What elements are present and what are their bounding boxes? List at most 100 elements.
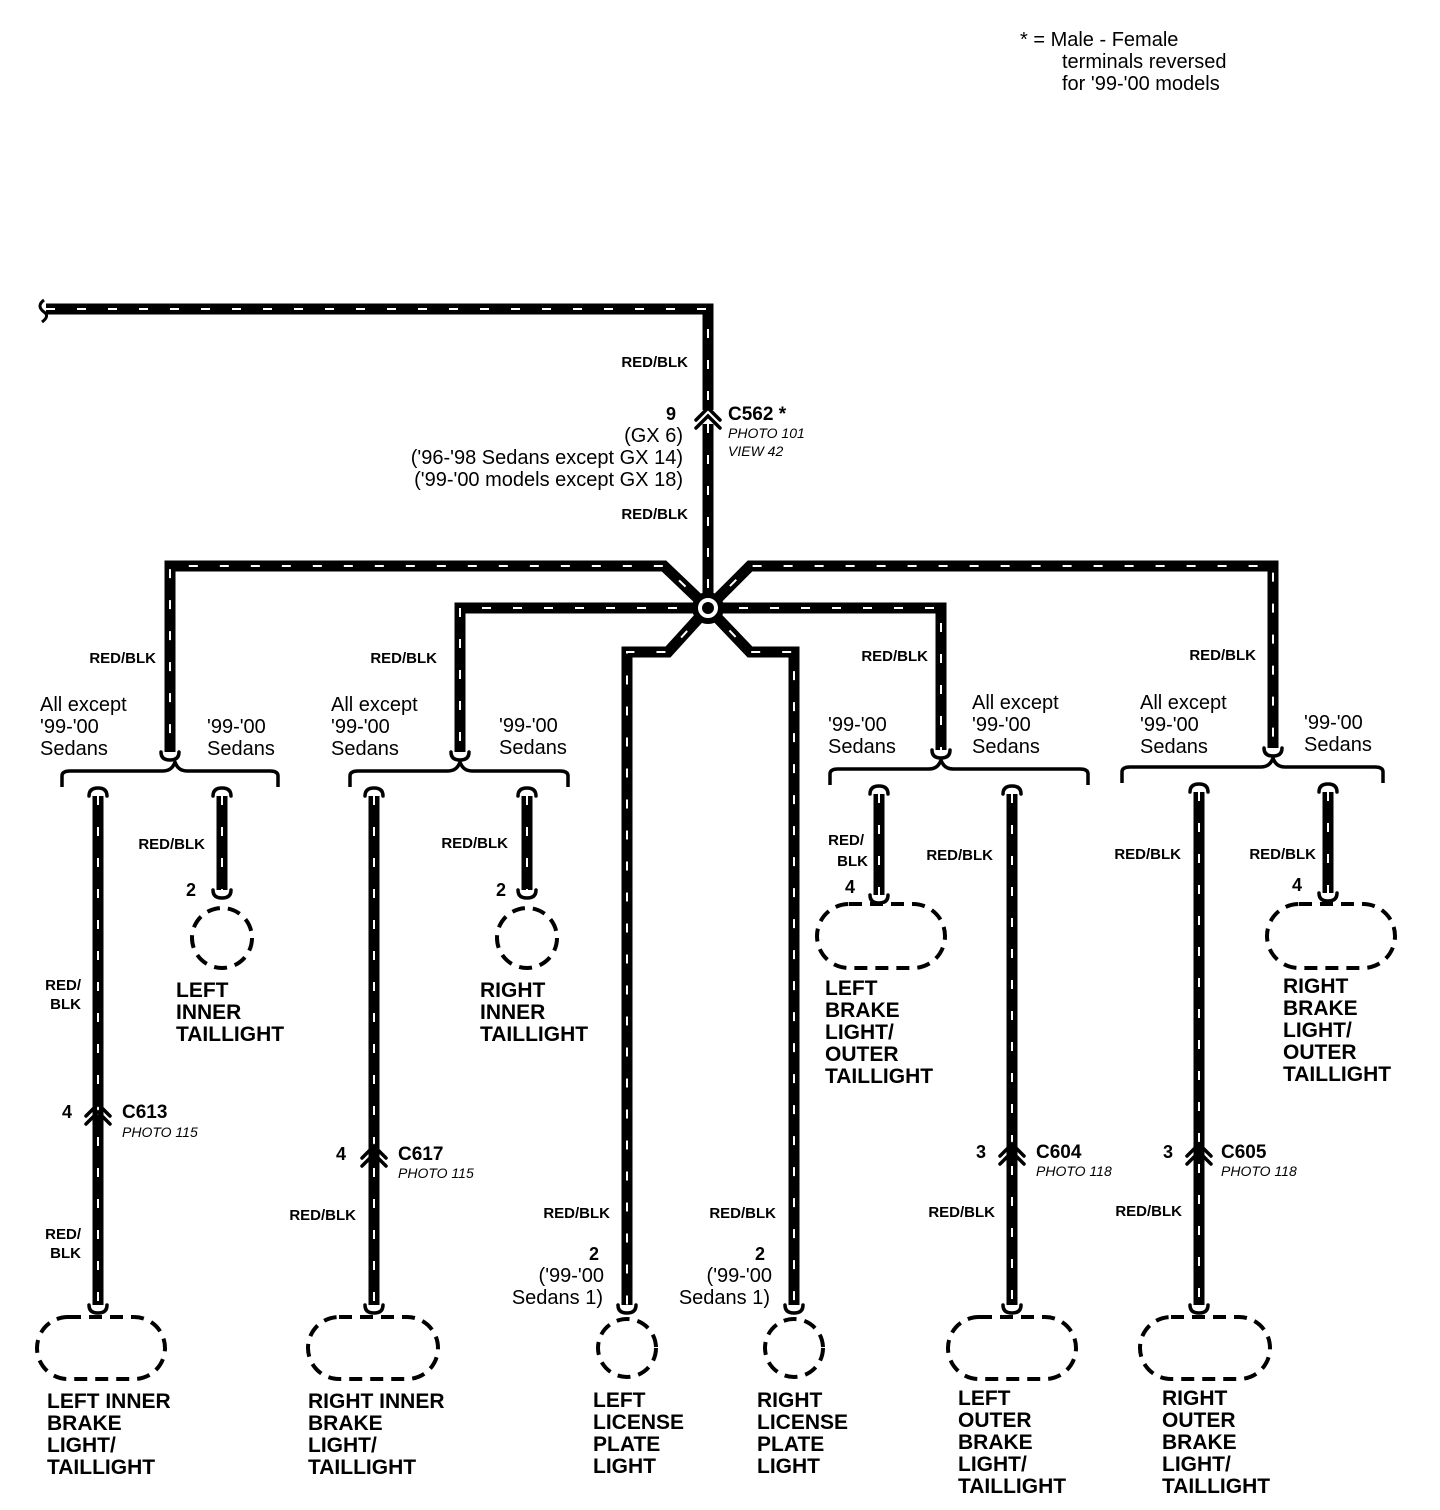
label-right-inner-brake-l3: LIGHT/ xyxy=(308,1434,377,1457)
lamp-left-outer-brake xyxy=(946,1315,1078,1381)
wire-label-right-outer-lower: RED/BLK xyxy=(1115,1203,1182,1220)
label-right-outer-brake: RIGHT OUTER BRAKE LIGHT/ TAILLIGHT xyxy=(1162,1387,1270,1498)
hook-right-inner-brake-top xyxy=(363,786,385,798)
connector-c562: 9 C562 * PHOTO 101 VIEW 42 (GX 6) ('96-'… xyxy=(411,404,805,491)
wire-label-branch-2: RED/BLK xyxy=(370,650,437,667)
label-right-inner-taillight-l3: TAILLIGHT xyxy=(480,1023,588,1046)
label-left-license-l1: LEFT xyxy=(593,1389,646,1412)
hook-left-brake-outer-top xyxy=(868,784,890,796)
wire-label-right-brake-outer: RED/BLK xyxy=(1249,846,1316,863)
hook-right-outer-brake-top xyxy=(1188,782,1210,794)
pin-left-inner-taillight: 2 xyxy=(186,880,196,900)
c617-label: C617 xyxy=(398,1144,443,1165)
label-left-inner-taillight-l2: INNER xyxy=(176,1001,241,1024)
pin-left-license: 2 xyxy=(589,1244,599,1264)
label-left-brake-outer-l4: OUTER xyxy=(825,1043,899,1066)
hook-right-inner-taillight-top xyxy=(516,786,538,798)
legend-note-line-1: * = Male - Female xyxy=(1020,29,1178,51)
lamp-right-inner-brake xyxy=(306,1315,440,1381)
variant-bracket-4: All except '99-'00 Sedans '99-'00 Sedans xyxy=(1120,692,1385,783)
label-left-inner-brake-l4: TAILLIGHT xyxy=(47,1456,155,1479)
label-left-inner-brake-l1: LEFT INNER xyxy=(47,1390,171,1413)
c613-pin: 4 xyxy=(62,1102,72,1122)
wire-label-main-upper: RED/BLK xyxy=(621,354,688,371)
wire-right-license-stripe xyxy=(707,607,795,1305)
hook-right-license-bottom xyxy=(783,1303,805,1315)
lamp-left-brake-outer xyxy=(815,902,947,970)
label-left-license-l2: LICENSE xyxy=(593,1411,684,1434)
hook-left-outer-brake-top xyxy=(1001,784,1023,796)
label-right-inner-brake: RIGHT INNER BRAKE LIGHT/ TAILLIGHT xyxy=(308,1390,445,1479)
c604-pin: 3 xyxy=(976,1142,986,1162)
label-left-inner-brake: LEFT INNER BRAKE LIGHT/ TAILLIGHT xyxy=(47,1390,171,1479)
c562-terminal-lower xyxy=(694,413,722,430)
label-right-inner-brake-l1: RIGHT INNER xyxy=(308,1390,445,1413)
label-left-inner-taillight-l3: TAILLIGHT xyxy=(176,1023,284,1046)
wire-branch-right-mid xyxy=(708,602,947,750)
hook-left-inner-taillight-bottom xyxy=(211,888,233,900)
hook-left-outer-brake-bottom xyxy=(1001,1303,1023,1315)
legend-note: * = Male - Female terminals reversed for… xyxy=(1020,29,1227,95)
splice-center xyxy=(702,602,714,614)
variant-all-except-3-a: All except xyxy=(972,692,1059,714)
wire-label-right-license: RED/BLK xyxy=(709,1205,776,1222)
c562-alt-gx: (GX 6) xyxy=(624,425,683,447)
variant-bracket-3: '99-'00 Sedans All except '99-'00 Sedans xyxy=(828,692,1090,785)
c562-pin: 9 xyxy=(666,404,676,424)
pin-right-license-note-2: Sedans 1) xyxy=(679,1287,770,1309)
label-left-brake-outer-l1: LEFT xyxy=(825,977,878,1000)
hook-right-inner-taillight-bottom xyxy=(516,888,538,900)
hook-branch-4 xyxy=(1262,746,1284,758)
label-right-inner-taillight-l1: RIGHT xyxy=(480,979,546,1002)
wire-label-left-inner-brake-upper-1: RED/ xyxy=(45,977,82,994)
label-right-brake-outer-l2: BRAKE xyxy=(1283,997,1358,1020)
label-left-outer-brake-l3: BRAKE xyxy=(958,1431,1033,1454)
label-left-inner-taillight-l1: LEFT xyxy=(176,979,229,1002)
c605-pin: 3 xyxy=(1163,1142,1173,1162)
label-left-brake-outer: LEFT BRAKE LIGHT/ OUTER TAILLIGHT xyxy=(825,977,933,1088)
lamp-right-outer-brake xyxy=(1138,1315,1272,1381)
wire-right-license xyxy=(704,604,800,1305)
pin-right-license: 2 xyxy=(755,1244,765,1264)
label-left-outer-brake-l2: OUTER xyxy=(958,1409,1032,1432)
wire-label-left-outer-lower: RED/BLK xyxy=(928,1204,995,1221)
label-left-license: LEFT LICENSE PLATE LIGHT xyxy=(593,1389,684,1478)
variant-all-except-2-a: All except xyxy=(331,694,418,716)
label-left-inner-brake-l3: LIGHT/ xyxy=(47,1434,116,1457)
c613-photo: PHOTO 115 xyxy=(122,1124,198,1140)
lamp-left-inner-brake xyxy=(35,1315,167,1381)
label-right-brake-outer-l3: LIGHT/ xyxy=(1283,1019,1352,1042)
pin-left-license-note-2: Sedans 1) xyxy=(512,1287,603,1309)
variant-bracket-2: All except '99-'00 Sedans '99-'00 Sedans xyxy=(331,694,570,787)
wire-left-license-stripe xyxy=(626,607,709,1305)
wire-branch-left-mid xyxy=(454,602,708,752)
variant-all-except-3-c: Sedans xyxy=(972,736,1040,758)
c613-label: C613 xyxy=(122,1102,167,1123)
pin-left-license-note-1: ('99-'00 xyxy=(539,1265,604,1287)
label-left-outer-brake-l5: TAILLIGHT xyxy=(958,1475,1066,1498)
variant-all-except-2-b: '99-'00 xyxy=(331,716,390,738)
wire-label-left-outer-upper: RED/BLK xyxy=(926,847,993,864)
label-left-outer-brake-l1: LEFT xyxy=(958,1387,1011,1410)
label-right-license-l2: LICENSE xyxy=(757,1411,848,1434)
variant-all-except-2-c: Sedans xyxy=(331,738,399,760)
hook-left-license-bottom xyxy=(616,1303,638,1315)
wire-label-branch-4: RED/BLK xyxy=(1189,647,1256,664)
variant-sedans-2-a: '99-'00 xyxy=(499,715,558,737)
lamp-left-inner-taillight xyxy=(190,906,254,970)
lamp-pin-numbers: 2 2 4 4 2 ('99-'00 Sedans 1) 2 ('99-'00 … xyxy=(186,875,1302,1309)
c562-alt-96-98: ('96-'98 Sedans except GX 14) xyxy=(411,447,683,469)
pin-left-brake-outer: 4 xyxy=(845,877,855,897)
variant-all-except-1-c: Sedans xyxy=(40,738,108,760)
label-left-brake-outer-l3: LIGHT/ xyxy=(825,1021,894,1044)
hook-branch-3 xyxy=(930,748,952,760)
wire-branch-right-mid-stripe xyxy=(708,607,942,750)
connector-c604: 3 C604 PHOTO 118 xyxy=(976,1141,1112,1179)
hook-right-brake-outer-top xyxy=(1317,782,1339,794)
label-left-inner-taillight: LEFT INNER TAILLIGHT xyxy=(176,979,284,1046)
wire-main-feed-stripe xyxy=(46,308,709,410)
wire-label-left-inner-brake-lower-2: BLK xyxy=(50,1245,81,1262)
connector-c613: 4 C613 PHOTO 115 xyxy=(62,1101,198,1140)
c605-label: C605 xyxy=(1221,1142,1267,1163)
variant-all-except-4-b: '99-'00 xyxy=(1140,714,1199,736)
